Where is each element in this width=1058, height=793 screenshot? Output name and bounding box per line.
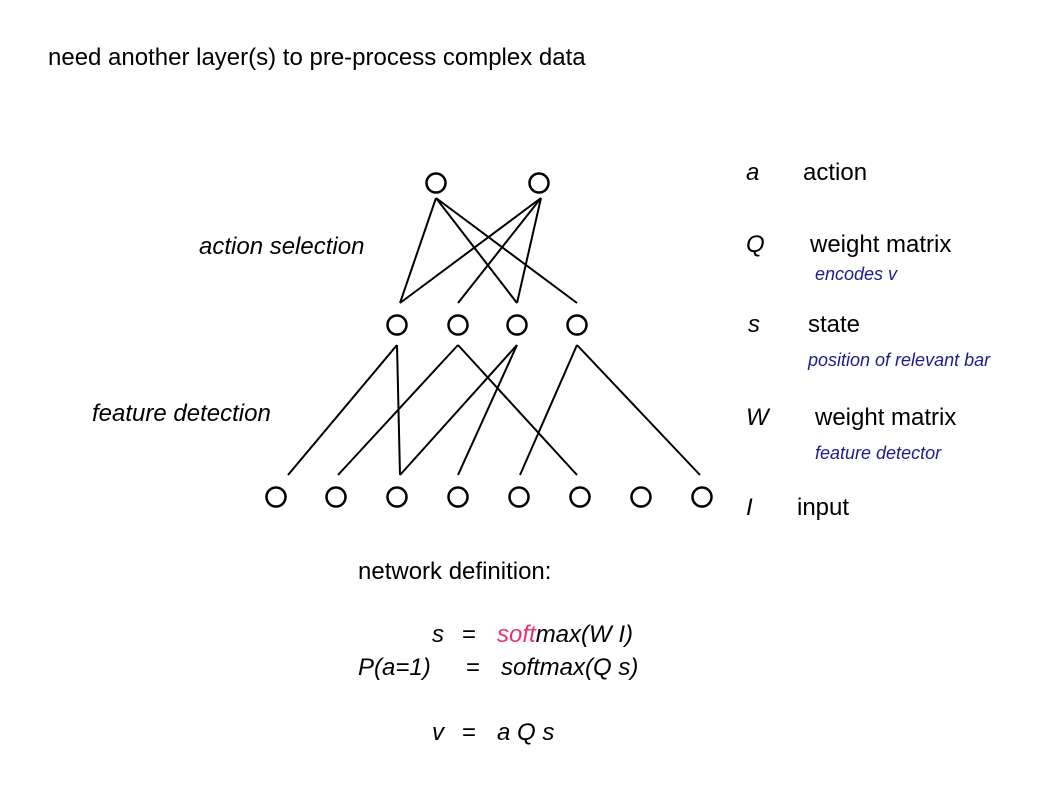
state-node	[566, 314, 588, 336]
definition-heading: network definition:	[358, 558, 552, 585]
eq2-equals: =	[466, 654, 481, 681]
legend-symbol: s	[748, 311, 760, 338]
connection-w	[337, 344, 459, 476]
input-node	[325, 486, 347, 508]
legend-symbol: a	[746, 159, 760, 186]
action-node	[425, 172, 447, 194]
connections	[287, 197, 701, 476]
input-node	[386, 486, 408, 508]
legend-note: encodes v	[815, 264, 898, 284]
input-node	[508, 486, 530, 508]
legend-text: input	[797, 494, 850, 521]
input-node	[569, 486, 591, 508]
legend-text: weight matrix	[815, 404, 957, 431]
legend-note: position of relevant bar	[808, 350, 991, 370]
connection-w	[399, 344, 518, 476]
nodes	[265, 172, 713, 508]
legend-text: state	[808, 311, 861, 338]
connection-w	[457, 344, 578, 476]
connection-q	[516, 197, 542, 304]
connection-q	[457, 197, 542, 304]
eq1-lhs: s	[432, 621, 444, 648]
state-node	[506, 314, 528, 336]
connection-w	[519, 344, 578, 476]
softmax-highlight: soft	[497, 621, 536, 648]
legend-symbol: I	[746, 494, 753, 521]
connection-w	[576, 344, 701, 476]
connection-w	[457, 344, 518, 476]
connection-w	[287, 344, 398, 476]
input-node	[691, 486, 713, 508]
action-node	[528, 172, 550, 194]
slide-title: need another layer(s) to pre-process com…	[48, 44, 586, 71]
eq3-equals: =	[462, 719, 477, 746]
input-node	[447, 486, 469, 508]
action-selection-label: action selection	[199, 233, 365, 260]
eq2-lhs: P(a=1)	[358, 654, 431, 681]
legend-note: feature detector	[815, 443, 942, 463]
input-node	[265, 486, 287, 508]
eq1-rhs: softmax(W I)	[497, 621, 633, 649]
connection-q	[399, 197, 542, 304]
legend-text: weight matrix	[810, 231, 952, 258]
eq1-equals: =	[462, 621, 477, 648]
legend-symbol: W	[746, 404, 769, 431]
legend-text: action	[803, 159, 868, 186]
connection-q	[435, 197, 518, 304]
legend-symbol: Q	[746, 231, 765, 258]
input-node	[630, 486, 652, 508]
connection-q	[399, 197, 437, 304]
connection-q	[435, 197, 578, 304]
state-node	[447, 314, 469, 336]
eq3-rhs: a Q s	[497, 719, 555, 746]
eq2-rhs: softmax(Q s)	[501, 654, 639, 681]
eq3-lhs: v	[432, 719, 444, 746]
state-node	[386, 314, 408, 336]
eq1-rest: max(W I)	[535, 621, 633, 648]
feature-detection-label: feature detection	[92, 400, 271, 427]
